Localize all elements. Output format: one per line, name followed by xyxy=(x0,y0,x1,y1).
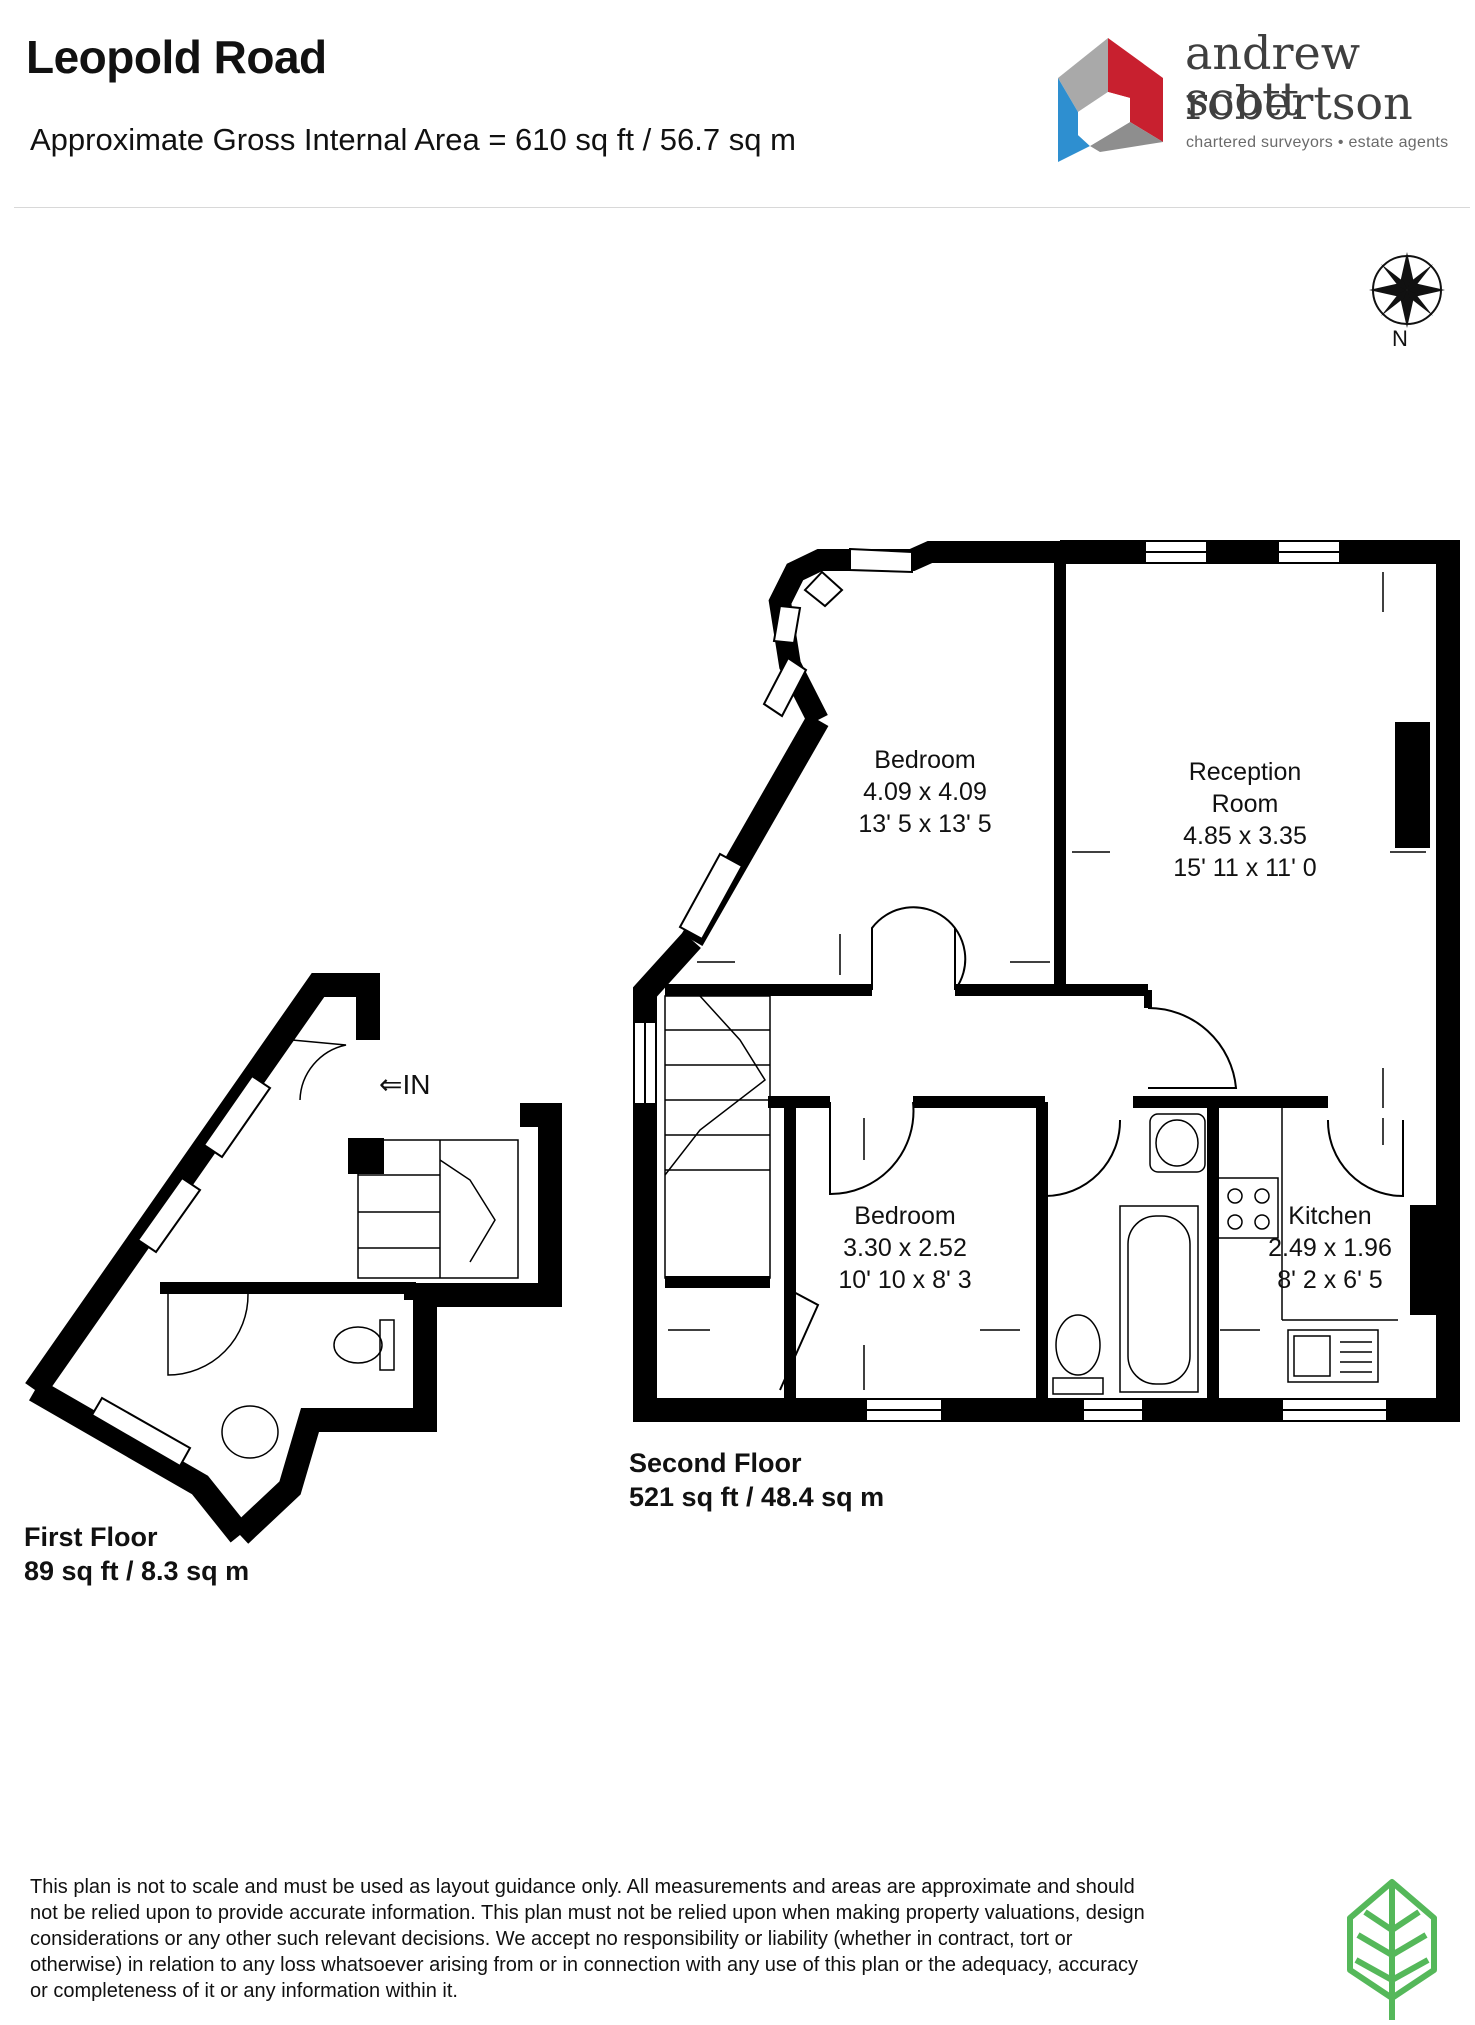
gross-area-subtitle: Approximate Gross Internal Area = 610 sq… xyxy=(30,122,796,157)
disclaimer-text: This plan is not to scale and must be us… xyxy=(30,1876,1145,2002)
room-label-bedroom-1: Bedroom 4.09 x 4.09 13' 5 x 13' 5 xyxy=(858,746,992,838)
brand-name-line2: robertson xyxy=(1185,76,1413,130)
room-label-bedroom-2: Bedroom 3.30 x 2.52 10' 10 x 8' 3 xyxy=(838,1202,972,1294)
header-divider xyxy=(14,207,1470,208)
room-label-kitchen: Kitchen 2.49 x 1.96 8' 2 x 6' 5 xyxy=(1268,1202,1392,1294)
second-floor-label: Second Floor 521 sq ft / 48.4 sq m xyxy=(629,1448,885,1512)
arrow-left-icon: ⇐ xyxy=(379,1069,403,1100)
compass-north-label: N xyxy=(1392,326,1408,351)
first-floor-label: First Floor 89 sq ft / 8.3 sq m xyxy=(24,1522,250,1586)
brand-tagline: chartered surveyors • estate agents xyxy=(1186,134,1449,151)
brand-name-line1: andrew scott xyxy=(1185,26,1361,126)
first-floor-outer-wall xyxy=(231,1103,562,1544)
room-label-reception: Reception Room 4.85 x 3.35 15' 11 x 11' … xyxy=(1173,758,1317,882)
eco-leaf-icon xyxy=(1347,1879,1437,2020)
entrance-label: ⇐IN xyxy=(379,1069,431,1100)
page-title: Leopold Road xyxy=(26,31,327,83)
